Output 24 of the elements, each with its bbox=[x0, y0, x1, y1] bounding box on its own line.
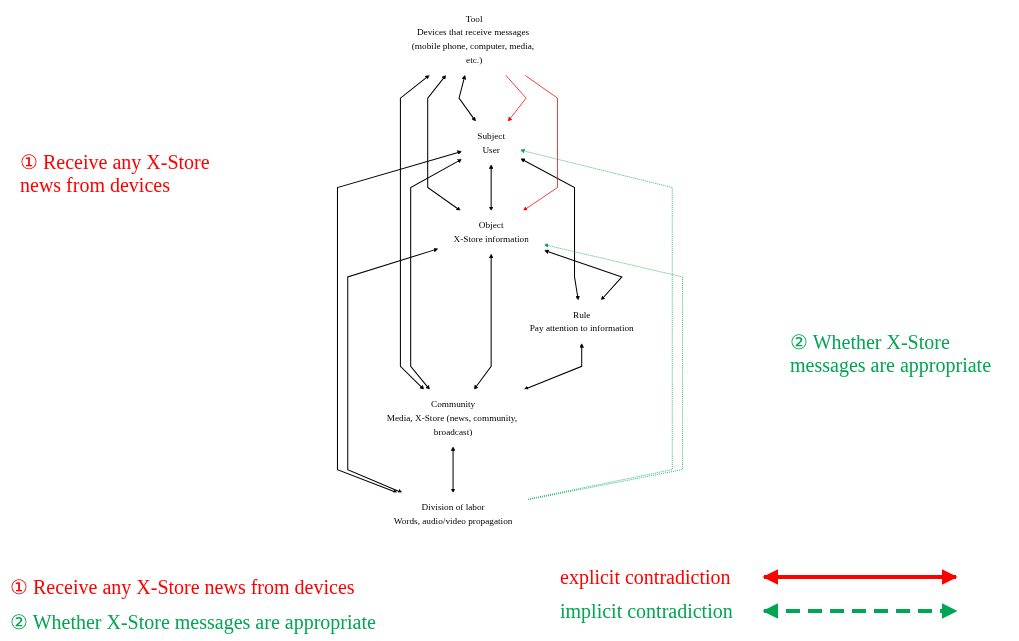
annotation-text: ① Receive any X-Store news from devices bbox=[10, 575, 355, 599]
arrow bbox=[488, 164, 494, 211]
node-text: Tool Devices that receive messages (mobile phone, computer, media, etc.) bbox=[411, 13, 535, 66]
node-text: Division of labor Words, audio/video propagation bbox=[393, 501, 513, 527]
arrow bbox=[473, 253, 494, 390]
arrow bbox=[544, 249, 623, 301]
annotation-text: ② Whether X-Store messages are appropriate bbox=[10, 610, 376, 634]
node-text: Rule Pay attention to information bbox=[529, 309, 634, 334]
arrow bbox=[458, 75, 476, 122]
node-text: Object X-Store information bbox=[453, 219, 529, 245]
arrow bbox=[347, 247, 439, 494]
arrow bbox=[523, 343, 584, 391]
annotation-text: ① Receive any X-Store news from devices bbox=[20, 150, 211, 197]
arrow bbox=[450, 446, 456, 493]
node-text: Subject User bbox=[477, 130, 506, 155]
arrow bbox=[399, 74, 430, 390]
legend-text: explicit contradiction bbox=[560, 565, 732, 589]
legend-text: implicit contradiction bbox=[560, 599, 734, 623]
node-text: Community Media, X-Store (news, community, broadcast) bbox=[386, 398, 518, 437]
arrow bbox=[336, 150, 462, 494]
arrow bbox=[427, 74, 461, 211]
arrow bbox=[410, 159, 462, 390]
arrow bbox=[520, 158, 580, 301]
annotation-text: ② Whether X-Store messages are appropriate bbox=[790, 330, 992, 377]
